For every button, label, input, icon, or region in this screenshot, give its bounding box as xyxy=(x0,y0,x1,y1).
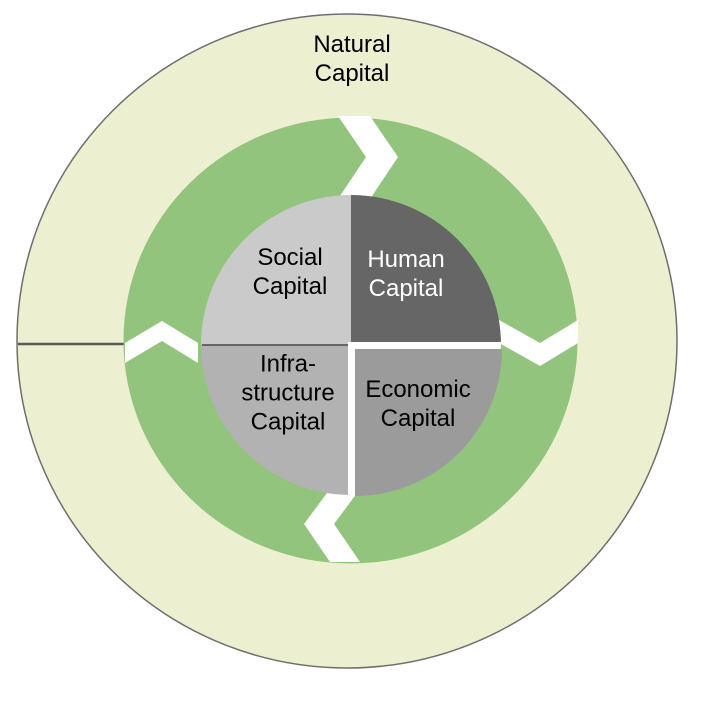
chevron-up-icon xyxy=(125,321,198,363)
economic-capital-slice xyxy=(355,349,502,496)
infrastructure-capital-slice xyxy=(201,345,351,495)
social-capital-slice xyxy=(201,195,351,345)
chevron-left-icon xyxy=(304,489,360,562)
chevron-right-icon xyxy=(338,116,398,199)
human-capital-slice xyxy=(351,195,501,345)
chevron-down-icon xyxy=(499,320,578,366)
